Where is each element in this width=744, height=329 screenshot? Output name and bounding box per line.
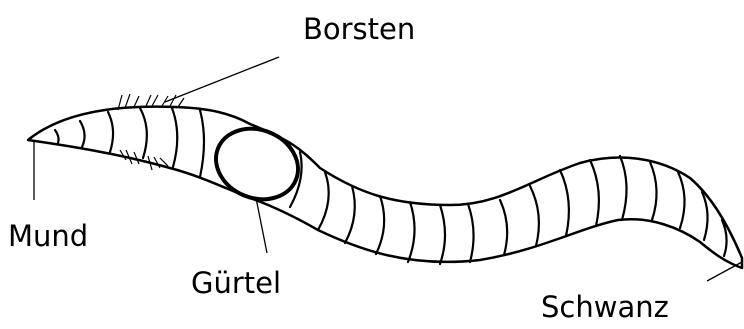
pointer-line-guertel	[256, 198, 267, 253]
bristle	[134, 96, 139, 107]
bristle	[125, 94, 130, 108]
label-schwanz: Schwanz	[541, 293, 669, 322]
label-mund: Mund	[8, 222, 88, 251]
bristle	[178, 98, 184, 107]
bristle	[170, 95, 176, 106]
pointer-line-borsten	[165, 57, 279, 102]
pointer-line-schwanz	[707, 262, 742, 281]
worm-body-outline	[28, 107, 742, 268]
label-borsten: Borsten	[303, 15, 415, 44]
label-guertel: Gürtel	[191, 269, 281, 298]
bristle	[146, 95, 151, 106]
bristle	[152, 95, 158, 106]
